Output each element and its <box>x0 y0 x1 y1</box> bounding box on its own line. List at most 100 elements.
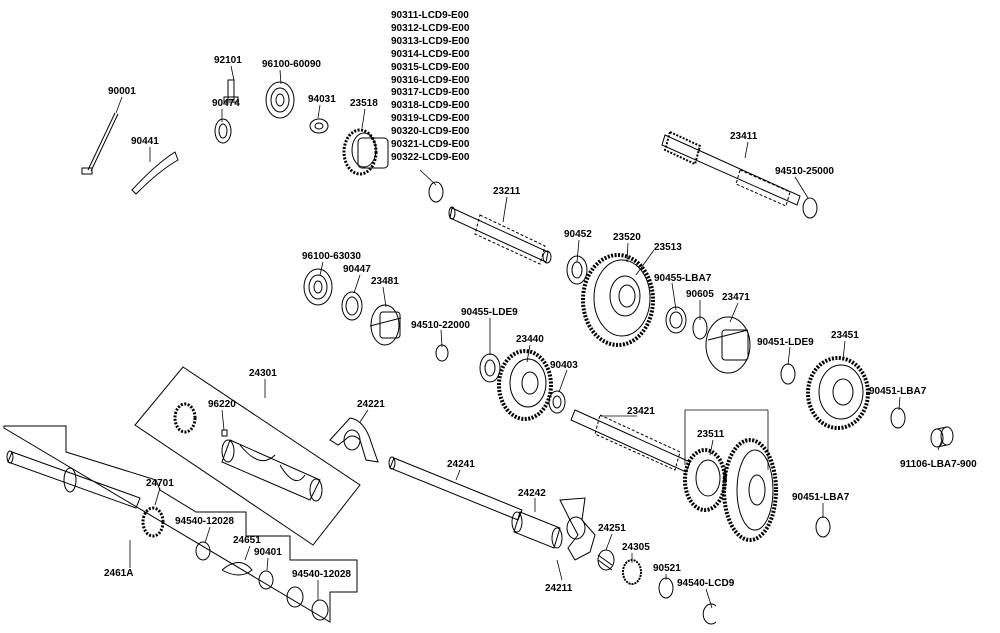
label-shim: 90315-LCD9-E00 <box>391 61 470 73</box>
washers-94540-12028-b <box>286 586 329 621</box>
label-94031: 94031 <box>308 94 336 105</box>
label-90451-LBA7-a: 90451-LBA7 <box>869 386 927 397</box>
washer-90455-LBA7 <box>665 306 687 334</box>
label-23518: 23518 <box>350 98 378 109</box>
washer-90451-LDE9 <box>780 363 796 385</box>
gear-23520 <box>581 253 655 347</box>
gear-23440 <box>497 349 553 421</box>
fork-24221 <box>329 417 379 463</box>
circlip-90605 <box>692 316 708 340</box>
washer-90452 <box>566 255 588 285</box>
bearing-96100-63030 <box>303 268 333 306</box>
sleeve-24242 <box>511 511 563 549</box>
label-23471: 23471 <box>722 292 750 303</box>
shaft-23211 <box>448 206 552 265</box>
label-shim: 90317-LCD9-E00 <box>391 87 470 99</box>
label-23513: 23513 <box>654 242 682 253</box>
label-23421: 23421 <box>627 406 655 417</box>
washer-90474 <box>214 118 232 144</box>
washer-94510-25000 <box>802 197 818 219</box>
label-24242: 24242 <box>518 488 546 499</box>
label-shim: 90321-LCD9-E00 <box>391 139 470 151</box>
shift-drum <box>221 439 323 502</box>
needle-bearing-91106 <box>930 426 954 448</box>
label-90441: 90441 <box>131 136 159 147</box>
pin-96220 <box>221 429 228 437</box>
label-94510-25000: 94510-25000 <box>775 166 834 177</box>
label-shim: 90314-LCD9-E00 <box>391 48 470 60</box>
label-90451-LBA7-b: 90451-LBA7 <box>792 492 850 503</box>
washer-94540-12028-a <box>195 541 211 561</box>
label-23481: 23481 <box>371 276 399 287</box>
spring-24305 <box>622 559 642 585</box>
label-shim-series: 90311-LCD9-E00 90312-LCD9-E00 90313-LCD9… <box>391 10 469 165</box>
label-24221: 24221 <box>357 399 385 410</box>
label-23440: 23440 <box>516 334 544 345</box>
label-shim: 90313-LCD9-E00 <box>391 35 470 47</box>
washer-90521 <box>658 577 674 599</box>
label-23411: 23411 <box>730 131 758 142</box>
label-2461A: 2461A <box>104 568 134 579</box>
gear-23451 <box>806 356 870 430</box>
label-24305: 24305 <box>622 542 650 553</box>
shaft-2461A <box>6 450 141 509</box>
label-24251: 24251 <box>598 523 626 534</box>
label-shim: 90322-LCD9-E00 <box>391 151 470 163</box>
label-90001: 90001 <box>108 86 136 97</box>
gear-large-23421 <box>722 438 778 542</box>
label-90521: 90521 <box>653 563 681 574</box>
label-24301: 24301 <box>249 368 277 379</box>
label-shim: 90319-LCD9-E00 <box>391 113 470 125</box>
label-90451-LDE9: 90451-LDE9 <box>757 337 814 348</box>
washer-90451-LBA7-a <box>890 407 906 429</box>
label-90474: 90474 <box>212 98 240 109</box>
label-90447: 90447 <box>343 264 371 275</box>
label-94510-22000: 94510-22000 <box>411 320 470 331</box>
label-shim: 90320-LCD9-E00 <box>391 126 470 138</box>
washer-90403 <box>548 390 566 414</box>
label-96100-60090: 96100-60090 <box>262 59 321 70</box>
hub-23471 <box>705 316 751 374</box>
label-shim: 90318-LCD9-E00 <box>391 100 470 112</box>
gear-23511 <box>683 448 727 512</box>
label-92101: 92101 <box>214 55 242 66</box>
label-shim: 90311-LCD9-E00 <box>391 10 469 21</box>
gear-small-drum <box>173 402 197 434</box>
shaft-23421 <box>570 409 691 473</box>
bearing-96100-60090 <box>265 81 295 119</box>
washer-90447 <box>341 291 363 321</box>
hub-23481 <box>369 304 402 346</box>
circlip-94540-LCD9 <box>702 603 717 625</box>
label-91106-LBA7-900: 91106-LBA7-900 <box>900 459 977 470</box>
bolt-90001 <box>81 112 119 175</box>
bolt-92101 <box>223 79 239 103</box>
label-24701: 24701 <box>146 478 174 489</box>
label-shim: 90312-LCD9-E00 <box>391 22 470 34</box>
label-94540-LCD9: 94540-LCD9 <box>677 578 735 589</box>
nut-94031 <box>309 118 329 134</box>
washer-shim <box>428 181 444 203</box>
label-23211: 23211 <box>493 186 521 197</box>
shaft-23411 <box>661 130 801 207</box>
gear-sector-24701 <box>141 506 165 538</box>
label-90401: 90401 <box>254 547 282 558</box>
label-90452: 90452 <box>564 229 592 240</box>
label-96220: 96220 <box>208 399 236 410</box>
washer-90451-LBA7-b <box>815 516 831 538</box>
label-90605: 90605 <box>686 289 714 300</box>
label-shim: 90316-LCD9-E00 <box>391 74 470 86</box>
drum-frame-24301 <box>134 366 361 546</box>
fork-24211 <box>559 497 596 561</box>
label-23511: 23511 <box>697 429 725 440</box>
gear-23518 <box>342 128 389 176</box>
label-23451: 23451 <box>831 330 859 341</box>
washer-94510-22000 <box>435 344 449 362</box>
washer-90401 <box>258 570 274 590</box>
frame-2461A <box>3 425 358 623</box>
fork-90441 <box>131 151 179 195</box>
spring-24251 <box>597 549 615 571</box>
label-94540-12028-a: 94540-12028 <box>175 516 234 527</box>
label-94540-12028-b: 94540-12028 <box>292 569 351 580</box>
